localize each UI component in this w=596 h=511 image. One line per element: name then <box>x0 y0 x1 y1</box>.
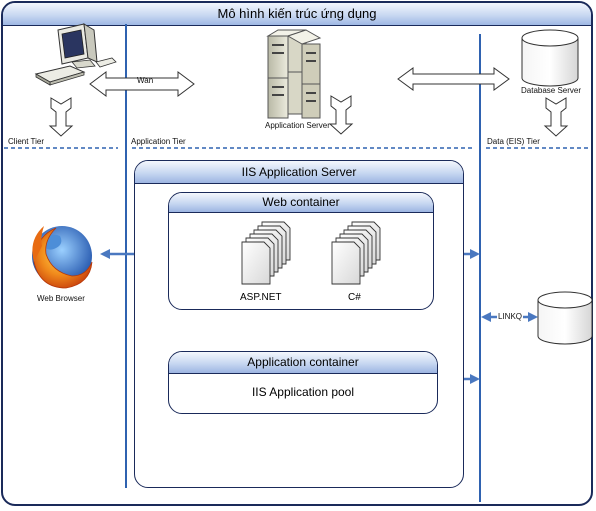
client-tier-label: Client Tier <box>8 137 45 146</box>
down-arrows <box>48 95 569 137</box>
linq-label: LINKQ <box>497 312 524 321</box>
aspnet-docs-icon <box>241 221 291 285</box>
csharp-label: C# <box>348 292 361 303</box>
data-tier-label: Data (EIS) Tier <box>487 137 540 146</box>
csharp-docs-icon <box>331 221 381 285</box>
iis-pool-label: IIS Application pool <box>251 385 355 399</box>
application-server-label: Application Server <box>265 121 330 130</box>
iis-title: IIS Application Server <box>135 161 463 184</box>
wan-arrow <box>89 71 195 97</box>
database-server-label: Database Server <box>521 86 582 95</box>
tier-vertical-lines <box>125 24 481 502</box>
browser-icon <box>32 226 93 289</box>
database-icon <box>521 29 579 87</box>
web-container: Web container <box>168 192 434 310</box>
server-icon <box>266 29 322 119</box>
web-browser-label: Web Browser <box>37 294 85 303</box>
application-tier-label: Application Tier <box>131 137 186 146</box>
server-db-arrow <box>397 67 510 91</box>
aspnet-label: ASP.NET <box>240 292 282 303</box>
application-container: Application container IIS Application po… <box>168 351 438 414</box>
web-container-title: Web container <box>169 193 433 213</box>
computer-icon <box>34 23 117 86</box>
wan-label: Wan <box>137 76 154 85</box>
linq-database-icon <box>537 291 593 345</box>
diagram-title: Mô hình kiến trúc ứng dụng <box>3 3 591 26</box>
application-container-title: Application container <box>169 352 437 374</box>
